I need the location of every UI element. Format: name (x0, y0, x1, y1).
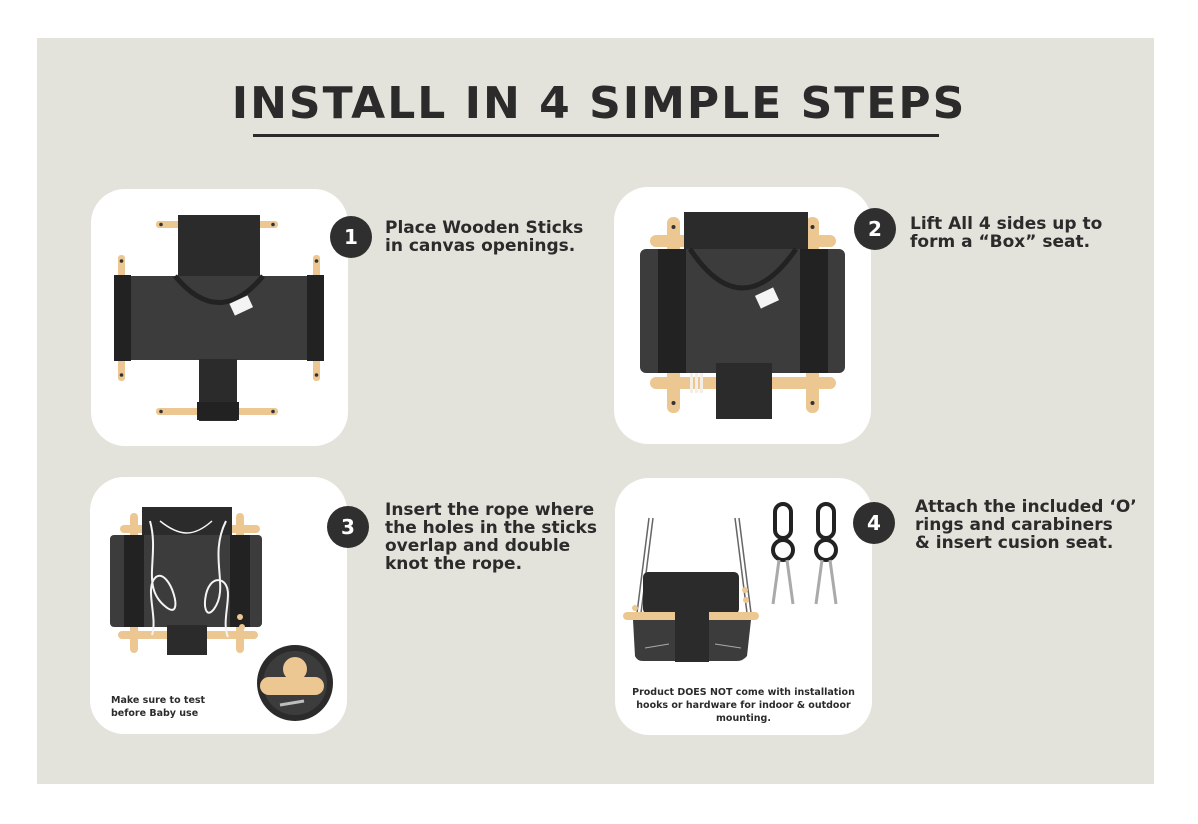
step-3-safety-note: Make sure to test before Baby use (111, 694, 205, 720)
step-3-line: the holes in the sticks (385, 518, 597, 538)
step-3-line: knot the rope. (385, 554, 523, 574)
step-2-line: form a “Box” seat. (910, 232, 1091, 252)
title-underline (253, 134, 939, 137)
step-1-illustration (114, 215, 324, 421)
step-4-line: & insert cusion seat. (915, 533, 1114, 553)
step-3-line: overlap and double (385, 536, 571, 556)
step-2-card (614, 187, 871, 444)
note-line: mounting. (716, 713, 771, 724)
step-4-line: rings and carabiners (915, 515, 1113, 535)
step-4-card (615, 478, 872, 735)
step-3-illustration (110, 507, 333, 721)
step-3-number-badge: 3 (327, 506, 369, 548)
step-4-number-badge: 4 (853, 502, 895, 544)
step-4-instructions: Attach the included ‘O’ rings and carabi… (915, 498, 1137, 552)
note-line: Product DOES NOT come with installation (632, 687, 855, 698)
step-2-line: Lift All 4 sides up to (910, 214, 1103, 234)
step-3-line: Insert the rope where (385, 500, 595, 520)
step-1-line: Place Wooden Sticks (385, 218, 584, 238)
step-1-instructions: Place Wooden Sticks in canvas openings. (385, 219, 583, 255)
step-1-line: in canvas openings. (385, 236, 576, 256)
note-line: before Baby use (111, 708, 199, 719)
step-2-instructions: Lift All 4 sides up to form a “Box” seat… (910, 215, 1102, 251)
page-title: INSTALL IN 4 SIMPLE STEPS (231, 78, 967, 129)
step-1-card (91, 189, 348, 446)
step-3-instructions: Insert the rope where the holes in the s… (385, 501, 597, 573)
step-3-card (90, 477, 347, 734)
step-2-illustration (640, 212, 845, 419)
step-4-line: Attach the included ‘O’ (915, 497, 1137, 517)
step-4-illustration (623, 502, 838, 662)
note-line: hooks or hardware for indoor & outdoor (636, 700, 851, 711)
step-4-hardware-note: Product DOES NOT come with installation … (615, 686, 872, 725)
step-2-number-badge: 2 (854, 208, 896, 250)
note-line: Make sure to test (111, 695, 206, 706)
step-1-number-badge: 1 (330, 216, 372, 258)
